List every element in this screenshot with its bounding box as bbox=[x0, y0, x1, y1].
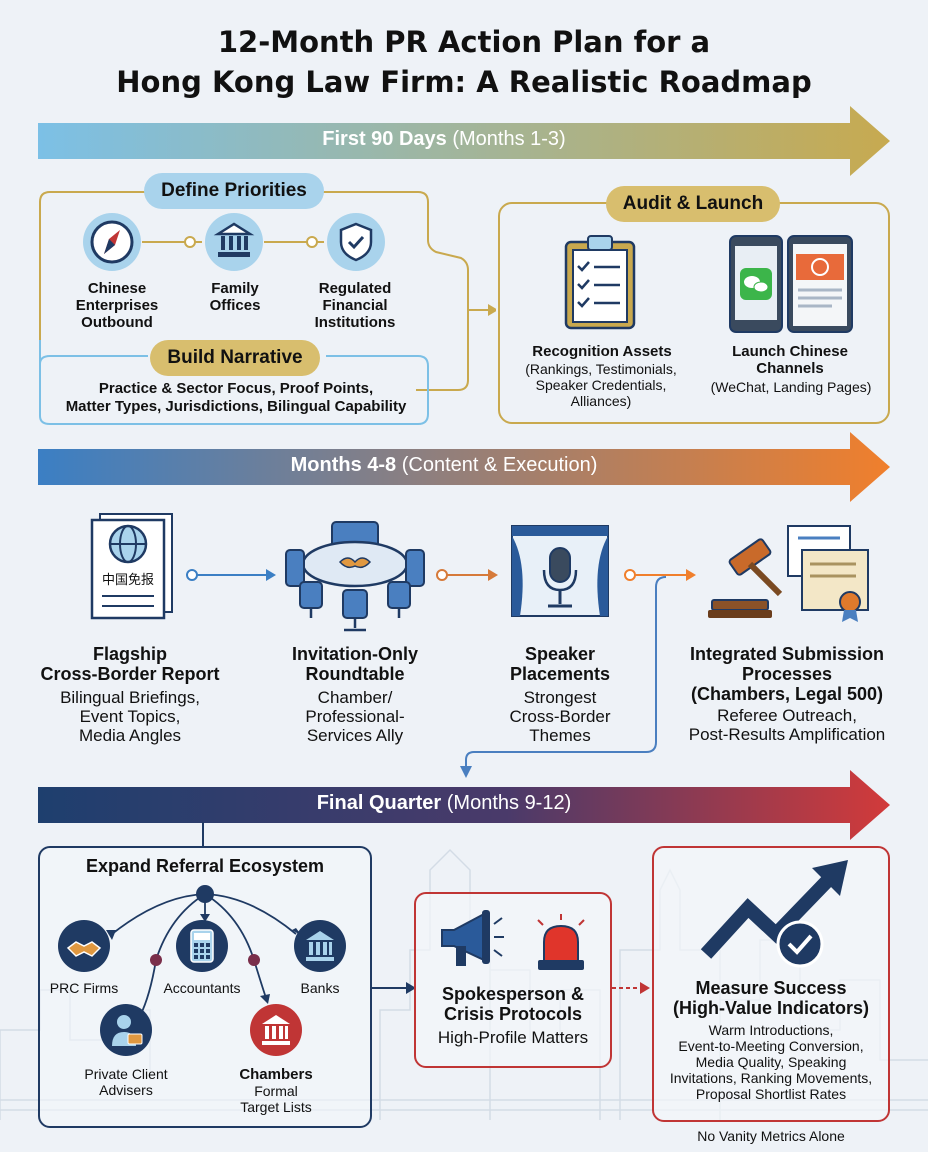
narrative-line-2: Matter Types, Jurisdictions, Bilingual C… bbox=[65, 398, 407, 415]
step3-title: Speaker Placements bbox=[509, 644, 611, 684]
phase1-connectors bbox=[39, 191, 496, 425]
priority-chinese-enterprises: Chinese Enterprises Outbound bbox=[75, 280, 159, 331]
chinese-channels-sub: (WeChat, Landing Pages) bbox=[710, 379, 872, 395]
build-narrative-label: Build Narrative bbox=[150, 340, 320, 376]
phase3-stem bbox=[202, 822, 204, 848]
adviser-briefcase-icon bbox=[100, 1004, 152, 1056]
siren-alarm-icon bbox=[524, 912, 598, 972]
phase3-banner-text: Final Quarter (Months 9-12) bbox=[316, 792, 572, 814]
phase1-banner: First 90 Days (Months 1-3) bbox=[38, 106, 890, 176]
chinese-channels-title: Launch Chinese Channels bbox=[732, 343, 848, 377]
node-prc-firms: PRC Firms bbox=[49, 980, 119, 996]
step4-title: Integrated Submission Processes (Chamber… bbox=[689, 644, 885, 704]
calculator-icon bbox=[176, 920, 228, 972]
microphone-stage-icon bbox=[510, 524, 610, 620]
step1-sub: Bilingual Briefings, Event Topics, Media… bbox=[60, 688, 200, 745]
report-document-icon: 中国免报 bbox=[86, 512, 176, 622]
measure-success-title: Measure Success (High-Value Indicators) bbox=[672, 978, 870, 1018]
narrative-line-1: Practice & Sector Focus, Proof Points, bbox=[98, 380, 374, 397]
node-accountants: Accountants bbox=[163, 980, 241, 996]
node-chambers-sub: Formal Target Lists bbox=[240, 1083, 312, 1115]
trend-up-check-icon bbox=[700, 854, 860, 970]
step2-sub: Chamber/ Professional- Services Ally bbox=[305, 688, 405, 745]
steps-connectors bbox=[186, 569, 696, 581]
arrow-spokesperson-to-measure bbox=[612, 982, 650, 994]
recognition-assets-title: Recognition Assets bbox=[532, 343, 672, 360]
title-line-2: Hong Kong Law Firm: A Realistic Roadmap bbox=[116, 65, 812, 99]
phase1-banner-text: First 90 Days (Months 1-3) bbox=[322, 128, 566, 150]
bank-icon bbox=[294, 920, 346, 972]
report-doc-text: 中国免报 bbox=[102, 572, 154, 587]
bank-building-icon bbox=[204, 212, 264, 272]
phase2-banner: Months 4-8 (Content & Execution) bbox=[38, 432, 890, 502]
clipboard-checklist-icon bbox=[564, 234, 636, 330]
shield-check-icon bbox=[326, 212, 386, 272]
phase2-to-phase3-connector bbox=[460, 576, 667, 778]
step3-sub: Strongest Cross-Border Themes bbox=[509, 688, 611, 745]
handshake-icon bbox=[58, 920, 110, 972]
megaphone-icon bbox=[436, 906, 506, 972]
spokesperson-sub: High-Profile Matters bbox=[437, 1028, 589, 1047]
priorities-icons-row bbox=[142, 236, 324, 248]
phase2-banner-text: Months 4-8 (Content & Execution) bbox=[290, 454, 598, 476]
define-priorities-label: Define Priorities bbox=[144, 173, 324, 209]
phone-and-tablet-icon bbox=[728, 234, 854, 334]
recognition-assets-sub: (Rankings, Testimonials, Speaker Credent… bbox=[525, 361, 677, 409]
measure-success-box bbox=[652, 846, 890, 1122]
ecosystem-title: Expand Referral Ecosystem bbox=[85, 856, 325, 876]
spokesperson-title: Spokesperson & Crisis Protocols bbox=[441, 984, 585, 1024]
step4-sub: Referee Outreach, Post-Results Amplifica… bbox=[688, 706, 886, 744]
priority-regulated-financial: Regulated Financial Institutions bbox=[314, 280, 396, 331]
compass-icon bbox=[82, 212, 142, 272]
spokesperson-box bbox=[414, 892, 612, 1068]
roundtable-icon bbox=[282, 518, 428, 636]
audit-launch-label: Audit & Launch bbox=[606, 186, 780, 222]
gavel-certificates-icon bbox=[706, 524, 872, 624]
node-private-client-advisers: Private Client Advisers bbox=[84, 1066, 168, 1098]
arrow-ecosystem-to-spokesperson bbox=[372, 982, 416, 994]
footnote-no-vanity-metrics: No Vanity Metrics Alone bbox=[697, 1128, 845, 1144]
measure-success-sub: Warm Introductions, Event-to-Meeting Con… bbox=[669, 1022, 873, 1102]
priority-family-offices: Family Offices bbox=[209, 280, 261, 314]
title-line-1: 12-Month PR Action Plan for a bbox=[217, 25, 711, 59]
chambers-building-icon bbox=[250, 1004, 302, 1056]
ecosystem-network-lines bbox=[106, 885, 302, 1022]
step1-title: Flagship Cross-Border Report bbox=[40, 644, 220, 684]
page-title: 12-Month PR Action Plan for a Hong Kong … bbox=[0, 22, 928, 102]
phase3-banner: Final Quarter (Months 9-12) bbox=[38, 770, 890, 840]
node-chambers: Chambers bbox=[239, 1066, 313, 1083]
step2-title: Invitation-Only Roundtable bbox=[292, 644, 418, 684]
node-banks: Banks bbox=[300, 980, 340, 996]
